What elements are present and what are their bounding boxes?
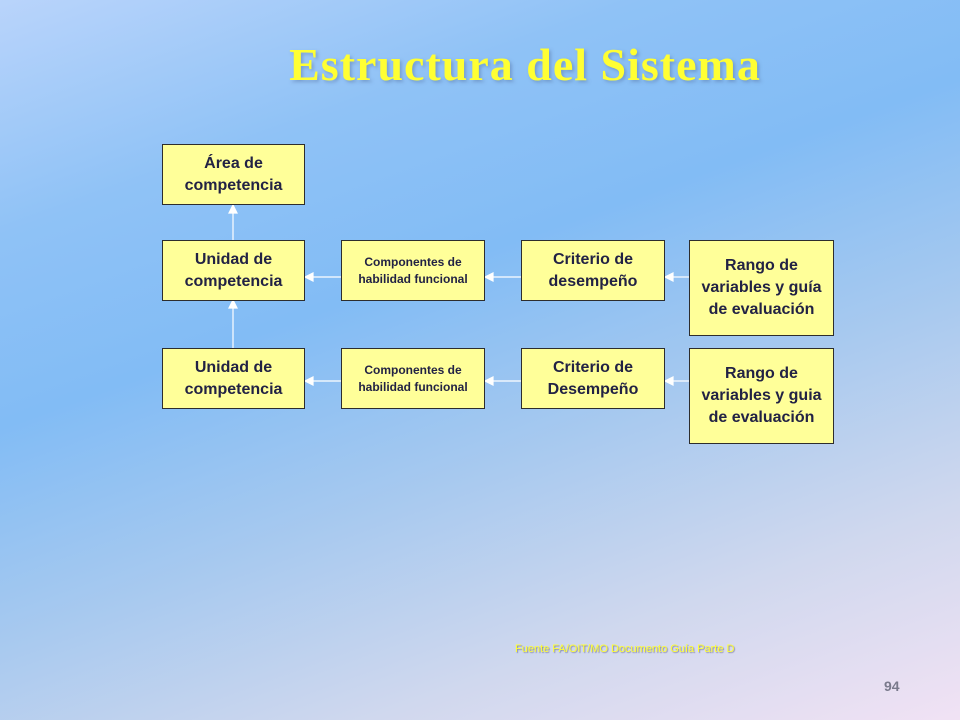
- node-criterio-desempeno-1: Criterio de desempeño: [521, 240, 665, 301]
- arrowhead-left: [663, 376, 674, 386]
- arrowhead-left: [303, 272, 314, 282]
- page-number: 94: [884, 678, 900, 694]
- arrowhead-up: [228, 203, 238, 214]
- arrowhead-left: [483, 376, 494, 386]
- node-unidad-competencia-2: Unidad de competencia: [162, 348, 305, 409]
- node-rango-variables-1: Rango de variables y guía de evaluación: [689, 240, 834, 336]
- arrowhead-left: [663, 272, 674, 282]
- node-area-competencia: Área de competencia: [162, 144, 305, 205]
- arrowhead-left: [483, 272, 494, 282]
- node-componentes-habilidad-2: Componentes de habilidad funcional: [341, 348, 485, 409]
- node-unidad-competencia-1: Unidad de competencia: [162, 240, 305, 301]
- node-rango-variables-2: Rango de variables y guia de evaluación: [689, 348, 834, 444]
- source-citation: Fuente FA/OIT/MO Documento Guía Parte D: [515, 643, 735, 655]
- node-componentes-habilidad-1: Componentes de habilidad funcional: [341, 240, 485, 301]
- arrowhead-left: [303, 376, 314, 386]
- slide-title: Estructura del Sistema: [289, 39, 761, 90]
- node-criterio-desempeno-2: Criterio de Desempeño: [521, 348, 665, 409]
- arrowhead-up: [228, 298, 238, 309]
